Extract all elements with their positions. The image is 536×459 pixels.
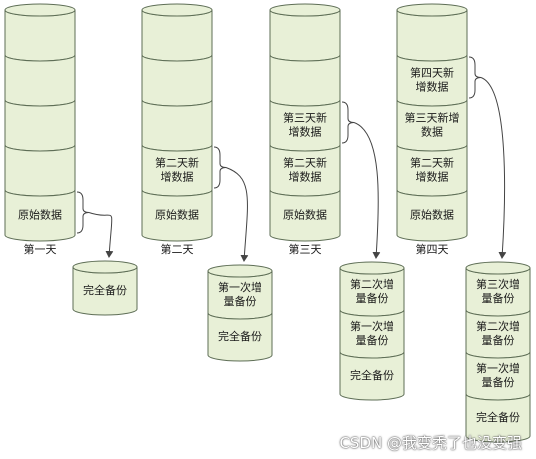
day-2-brace: [213, 146, 227, 189]
backup-3-cylinder-segment-label: 第一次增量备份: [350, 319, 394, 347]
day-2-cylinder-segment-label: 原始数据: [155, 208, 199, 222]
backup-4-cylinder-segment-label: 第二次增量备份: [476, 319, 520, 347]
day-4-label: 第四天: [416, 242, 449, 256]
backup-1-cylinder: 完全备份: [72, 260, 138, 316]
day-3-label: 第三天: [289, 242, 322, 256]
day-3-cylinder-segment-label: 第三天新增数据: [283, 111, 327, 139]
day-3-cylinder-segment: [269, 189, 341, 242]
day-4-cylinder-segment-label: 原始数据: [410, 208, 454, 222]
day-2-cylinder-segment: [141, 189, 213, 242]
day-4-cylinder-segment-label: 第二天新增数据: [410, 156, 454, 184]
day-1-cylinder-segment-label: 原始数据: [18, 208, 62, 222]
backup-3-cylinder-top-cap: [339, 261, 405, 275]
day-1-cylinder-top-cap: [4, 3, 76, 17]
day-1-label: 第一天: [24, 242, 57, 256]
backup-4-cylinder-top-cap: [465, 261, 531, 275]
day-4-arrow: [480, 77, 507, 259]
day-1-cylinder-segment: [4, 144, 76, 197]
day-4-cylinder-segment-label: 第四天新增数据: [410, 66, 454, 94]
backup-2-cylinder-segment-label: 完全备份: [218, 329, 262, 343]
backup-4-cylinder-segment-label: 第三次增量备份: [476, 277, 520, 305]
day-3-brace: [341, 101, 355, 144]
day-2-cylinder-segment: [141, 9, 213, 62]
day-3-arrow: [353, 122, 381, 259]
backup-3-cylinder-segment-label: 完全备份: [350, 368, 394, 382]
day-4-cylinder-segment: [396, 9, 468, 62]
day-1-cylinder-segment: [4, 99, 76, 152]
backup-3-cylinder-segment-label: 第二次增量备份: [350, 277, 394, 305]
day-4-cylinder-segment-label: 第三天新增数据: [405, 111, 460, 139]
day-3-cylinder-segment: [269, 9, 341, 62]
backup-4-cylinder-segment-label: 第一次增量备份: [476, 361, 520, 389]
day-2-label: 第二天: [161, 242, 194, 256]
backup-4-cylinder-segment-label: 完全备份: [476, 410, 520, 424]
day-4-cylinder-top-cap: [396, 3, 468, 17]
day-2-cylinder-top-cap: [141, 3, 213, 17]
day-1-arrow: [88, 212, 114, 258]
backup-2-cylinder-segment: [207, 312, 273, 362]
day-1-cylinder-segment: [4, 189, 76, 242]
backup-2-cylinder-top-cap: [207, 264, 273, 278]
day-2-cylinder-segment: [141, 54, 213, 107]
day-1-cylinder-segment: [4, 9, 76, 62]
day-1-brace: [76, 191, 90, 234]
day-3-cylinder-segment-label: 第二天新增数据: [283, 156, 327, 184]
day-3-cylinder-top-cap: [269, 3, 341, 17]
day-2-cylinder-segment-label: 第二天新增数据: [155, 156, 199, 184]
day-4-cylinder-segment: [396, 189, 468, 242]
backup-1-cylinder-segment-label: 完全备份: [83, 283, 127, 297]
day-1-cylinder: 原始数据: [4, 3, 76, 242]
backup-4-cylinder-segment: [465, 393, 531, 443]
day-3-cylinder-segment-label: 原始数据: [283, 208, 327, 222]
day-4-brace: [468, 56, 482, 99]
watermark-text: CSDN @我变秃了也没变强: [339, 434, 522, 452]
day-2-arrow: [225, 167, 249, 262]
day-2-cylinder-segment: [141, 99, 213, 152]
backup-2-cylinder-segment-label: 第一次增量备份: [218, 280, 262, 308]
backup-1-cylinder-top-cap: [72, 260, 138, 274]
day-3-cylinder-segment: [269, 54, 341, 107]
day-1-cylinder-segment: [4, 54, 76, 107]
backup-3-cylinder-segment: [339, 351, 405, 401]
